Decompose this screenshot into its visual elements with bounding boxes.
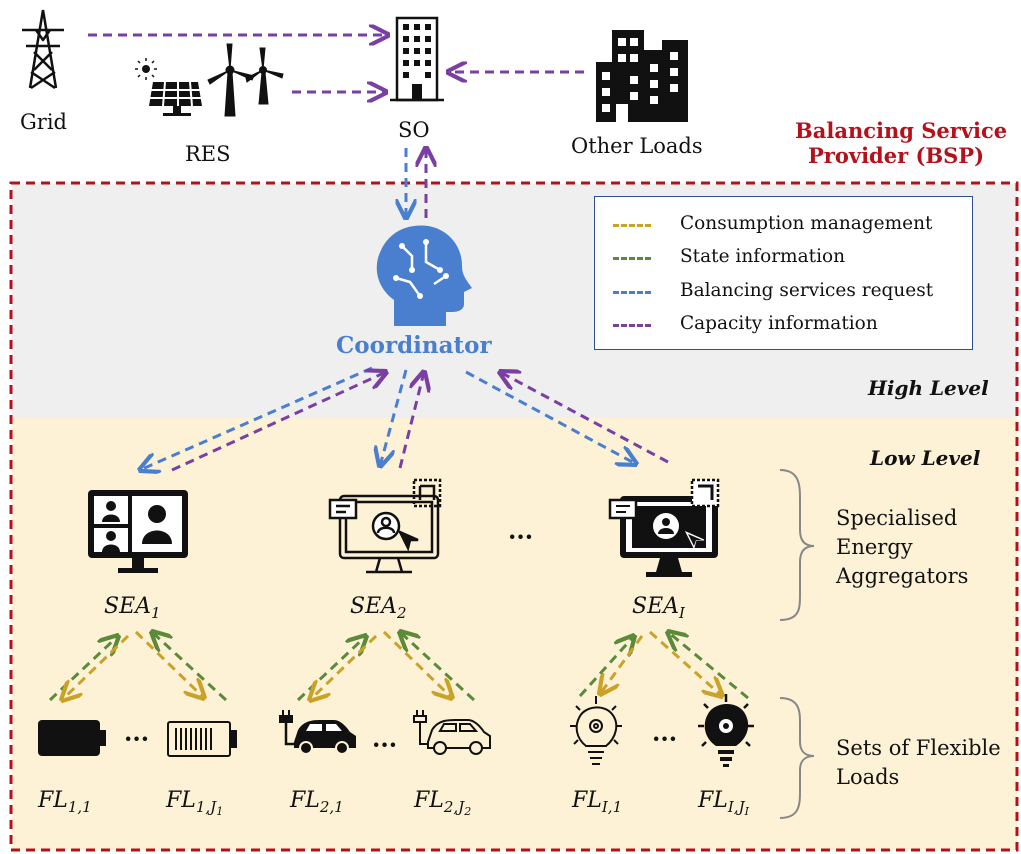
legend-swatch	[613, 291, 651, 294]
legend-item: Balancing services request	[595, 278, 972, 308]
sea-group-label: Specialised Energy Aggregators	[836, 506, 969, 588]
lightbulb-gear-icon	[570, 696, 622, 765]
legend-swatch	[613, 224, 651, 227]
monitor-user-icon	[608, 478, 720, 577]
bsp-title-line2: Provider (BSP)	[808, 143, 985, 168]
city-buildings-icon	[596, 30, 688, 122]
fl-label: FL1,J1	[166, 788, 224, 818]
monitor-user-icon	[328, 478, 442, 574]
legend-label: Balancing services request	[680, 280, 934, 301]
sea-label: SEA1	[104, 594, 161, 622]
sea-label: SEA2	[350, 594, 407, 622]
res-label: RES	[185, 142, 231, 166]
fl-label: FL1,1	[38, 788, 92, 816]
fl-ellipsis: ···	[652, 724, 678, 753]
electric-car-icon	[413, 710, 491, 755]
fl-label: FL2,J2	[414, 788, 472, 818]
legend-swatch	[613, 324, 651, 327]
fl-label: FLI,JI	[698, 788, 749, 818]
solar-panel-icon	[135, 58, 202, 116]
ai-head-icon	[376, 225, 472, 326]
battery-empty-icon	[167, 721, 237, 757]
sea-label: SEAI	[632, 594, 685, 622]
legend-label: Capacity information	[680, 313, 878, 334]
legend-label: Consumption management	[680, 213, 933, 234]
battery-full-icon	[38, 720, 106, 756]
bsp-title: Balancing Service Provider (BSP)	[795, 118, 1007, 168]
fl-ellipsis: ···	[124, 724, 150, 753]
transmission-tower-icon	[22, 9, 64, 90]
bsp-boundary	[9, 181, 1019, 852]
fl-label: FLI,1	[572, 788, 623, 816]
wind-turbine-icon	[207, 43, 284, 117]
legend-swatch	[613, 257, 651, 260]
low-level-label: Low Level	[870, 446, 981, 470]
sea-ellipsis: ···	[508, 522, 534, 551]
sea-group-brace	[779, 469, 815, 621]
coordinator-label: Coordinator	[336, 332, 492, 359]
fl-ellipsis: ···	[372, 730, 398, 759]
fl-group-brace	[779, 697, 815, 819]
so-label: SO	[398, 118, 430, 142]
video-call-monitor-icon	[88, 490, 188, 573]
electric-car-icon	[279, 710, 356, 755]
legend-label: State information	[680, 246, 846, 267]
legend: Consumption management State information…	[594, 196, 973, 350]
lightbulb-gear-icon	[698, 694, 754, 767]
fl-label: FL2,1	[290, 788, 344, 816]
fl-group-label: Sets of Flexible Loads	[836, 736, 1001, 789]
legend-item: State information	[595, 244, 972, 274]
legend-item: Capacity information	[595, 311, 972, 341]
high-level-label: High Level	[868, 376, 989, 400]
other-loads-label: Other Loads	[571, 134, 703, 158]
grid-label: Grid	[20, 110, 67, 134]
bsp-title-line1: Balancing Service	[795, 118, 1008, 143]
legend-item: Consumption management	[595, 211, 972, 241]
